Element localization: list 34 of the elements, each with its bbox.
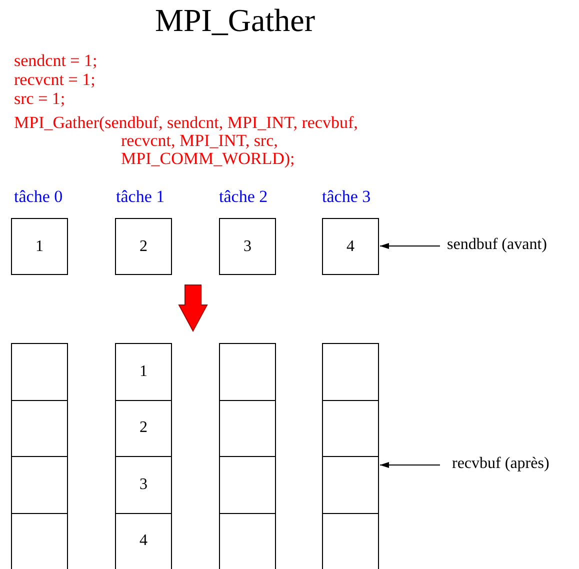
receive-buffer-cell: 1 xyxy=(115,343,172,400)
receive-buffer-cell: 4 xyxy=(115,512,172,569)
code-line: MPI_Gather(sendbuf, sendcnt, MPI_INT, recvbuf, recvcnt, MPI_INT, src, MPI_COMM_WORLD); xyxy=(14,114,359,168)
send-buffer-cell: 4 xyxy=(322,218,379,275)
code-line: recvcnt = 1; xyxy=(14,71,96,89)
code-line: src = 1; xyxy=(14,90,66,108)
send-buffer-cell: 2 xyxy=(115,218,172,275)
code-line: sendcnt = 1; xyxy=(14,52,98,70)
receive-buffer-cell xyxy=(11,512,68,569)
buffer-label: recvbuf (après) xyxy=(452,455,550,473)
receive-buffer-cell: 3 xyxy=(115,456,172,514)
leader-line xyxy=(380,243,440,249)
task-heading: tâche 3 xyxy=(322,187,371,207)
receive-buffer-cell xyxy=(322,343,379,400)
receive-buffer-cell xyxy=(219,512,276,569)
receive-buffer-cell xyxy=(219,400,276,457)
receive-buffer-cell xyxy=(322,456,379,514)
receive-buffer-cell xyxy=(219,456,276,514)
send-buffer-cell: 1 xyxy=(11,218,68,275)
receive-buffer-cell xyxy=(11,400,68,457)
receive-buffer-cell xyxy=(322,400,379,457)
receive-buffer-cell: 2 xyxy=(115,400,172,457)
title: MPI_Gather xyxy=(155,2,315,39)
task-heading: tâche 0 xyxy=(14,187,63,207)
task-heading: tâche 2 xyxy=(219,187,268,207)
receive-buffer-cell xyxy=(11,343,68,400)
receive-buffer-cell xyxy=(322,512,379,569)
send-buffer-cell: 3 xyxy=(219,218,276,275)
task-heading: tâche 1 xyxy=(116,187,165,207)
leader-line xyxy=(380,462,440,468)
block-arrow xyxy=(178,284,208,332)
receive-buffer-cell xyxy=(11,456,68,514)
receive-buffer-cell xyxy=(219,343,276,400)
buffer-label: sendbuf (avant) xyxy=(447,236,547,254)
